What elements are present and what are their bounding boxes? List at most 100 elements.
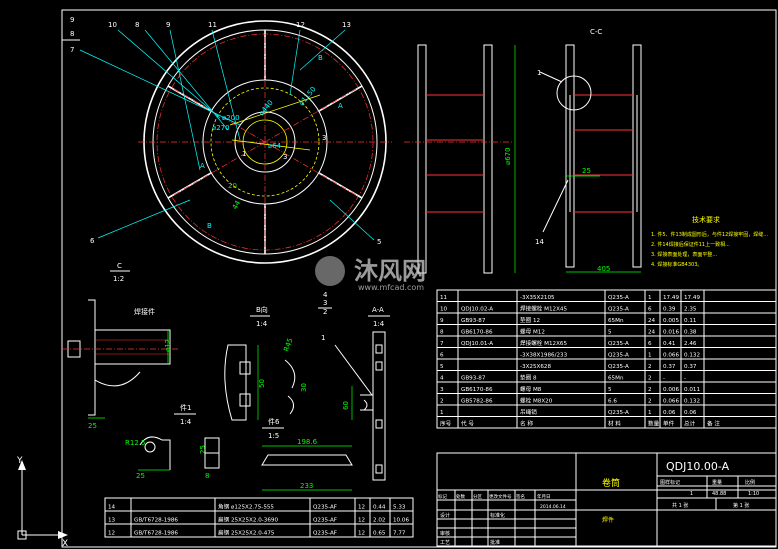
plan-view-scale: 1:2 (113, 275, 124, 283)
tech-requirements: 技术要求 1. 件5、件13制成圆形后，与件12焊接牢固，焊缝... 2. 件1… (651, 215, 768, 268)
spoke-axis (264, 87, 359, 143)
table-cell: 2 (648, 399, 652, 405)
tb-scale: 1:10 (748, 491, 759, 497)
table-cell: -3X35X2105 (520, 295, 555, 301)
dim-d1150: ⌀1150 (297, 85, 317, 107)
table-cell: 5.33 (393, 505, 406, 511)
table-cell: 12 (108, 531, 115, 537)
table-cell: GB/T6728-1986 (134, 518, 178, 524)
table-cell: 垫圈 12 (520, 316, 540, 324)
table-header-cell: 总计 (684, 420, 696, 428)
table-cell: 5 (608, 330, 612, 336)
section-dim-405: 405 (597, 265, 610, 273)
table-cell: 8 (440, 330, 444, 336)
detail-part1: 件1 1:4 R12.5 25 25 8 (125, 403, 220, 480)
watermark-brand: 沐风网 (354, 257, 426, 285)
table-cell: 2 (648, 376, 652, 382)
table-header-cell: 数量 (648, 420, 660, 428)
rev-h5: 年月日 (537, 493, 551, 500)
balloon-13: 13 (342, 21, 351, 29)
rev-date: 2014.06.14 (540, 504, 566, 510)
detail-b-arc2 (287, 395, 294, 415)
detail-aa-balloon-3: 3 (323, 299, 327, 307)
sign-review: 审核 (440, 530, 450, 537)
table-cell: 24 (648, 330, 656, 336)
tb-weight-label: 重量 (712, 479, 722, 486)
table-cell: 10.06 (393, 518, 409, 524)
table-cell: 1 (648, 410, 652, 416)
table-cell: GB93-87 (461, 318, 486, 324)
table-cell: 10 (440, 307, 448, 313)
detail-aa-balloon-2: 2 (323, 308, 327, 316)
plan-label-3a: 3 (322, 134, 326, 142)
table-cell: Q235-A (608, 307, 629, 313)
watermark: 沐风网 www.mfcad.com (315, 256, 426, 292)
detail-b-r45: R45 (282, 337, 294, 353)
tb-drawing-no: QDJ10.00-A (666, 460, 730, 473)
section-cc: C-C ⌀670 1 14 25 405 (404, 28, 642, 274)
leader (329, 199, 375, 241)
section-dim-25: 25 (582, 167, 591, 175)
plan-label-1: 1 (242, 150, 246, 158)
rev-h4: 签名 (516, 493, 525, 500)
sign-design: 设计 (440, 512, 450, 519)
table-cell: Q235-A (608, 410, 629, 416)
table-cell: 扁钢 25X25X2.0-475 (218, 529, 275, 537)
tech-req-title: 技术要求 (692, 215, 720, 224)
table-cell: 吊绳销 (520, 408, 537, 416)
detail-part6-dim-198: 198.6 (297, 438, 318, 446)
ucs-origin (17, 530, 27, 540)
revision-grid: 标记 处数 分区 更改文件号 签名 年月日 2014.06.14 设计 审核 工… (437, 490, 576, 546)
spokes (138, 30, 392, 254)
leaders (79, 29, 375, 241)
tech-req-line-2: 2. 件14焊接后保证件11上一致相... (651, 241, 730, 248)
table-cell: 焊接螺栓 M12X45 (520, 305, 567, 313)
sign-standard: 标准化 (490, 512, 505, 519)
table-cell: 12 (358, 505, 365, 511)
plan-label-a2: A (338, 102, 343, 110)
section-balloon-14: 14 (535, 238, 544, 246)
detail-part1-hole (144, 441, 156, 453)
table-cell: GB6170-86 (461, 387, 493, 393)
section-label: C-C (590, 28, 602, 36)
table-frame (104, 497, 414, 538)
tech-req-line-1: 1. 件5、件13制成圆形后，与件12焊接牢固，焊缝... (651, 231, 768, 238)
table-cell: 螺母 M8 (520, 385, 542, 393)
dim-d270: ⌀270 (212, 124, 230, 132)
table-cell: GB93-87 (461, 376, 486, 382)
table-header-cell: 材 料 (608, 420, 621, 428)
detail-i-dim-12: ⌀12 (164, 339, 172, 352)
table-cell: 螺母 M12 (520, 328, 545, 336)
table-cell: - (663, 376, 665, 382)
detail-part1-label: 件1 (180, 403, 191, 412)
balloon-9: 9 (166, 21, 170, 29)
balloon-6: 6 (90, 237, 95, 245)
detail-i-curve (94, 371, 141, 387)
plan-dim-44: 44 (231, 199, 243, 211)
detail-part6-scale: 1:5 (268, 432, 279, 440)
table-cell: 0.132 (684, 353, 700, 359)
detail-aa-label: A-A (372, 306, 384, 314)
table-cell: 2 (440, 399, 444, 405)
rev-h2: 分区 (473, 493, 482, 500)
balloon-8: 8 (135, 21, 139, 29)
detail-circle-1 (556, 75, 592, 111)
tb-weight: 48.88 (712, 491, 726, 497)
table-header-cell: 备 注 (707, 420, 720, 428)
table-header-cell: 序号 (440, 420, 452, 428)
detail-b-arc (284, 359, 296, 389)
table-cell: 0.38 (684, 330, 697, 336)
table-cell: 0.06 (663, 410, 676, 416)
table-cell: QDJ10.01-A (461, 341, 493, 347)
table-cell: 7 (440, 341, 444, 347)
detail-aa-hole (375, 464, 383, 474)
table-cell: 3 (440, 387, 444, 393)
detail-part1-hook (139, 436, 171, 470)
spoke-axis (264, 141, 359, 197)
leader-1 (539, 71, 563, 83)
dim-d200: ⌀200 (222, 114, 240, 122)
side-plate-left (417, 44, 427, 274)
table-cell: 0.44 (373, 505, 386, 511)
detail-aa-leader (334, 344, 373, 396)
